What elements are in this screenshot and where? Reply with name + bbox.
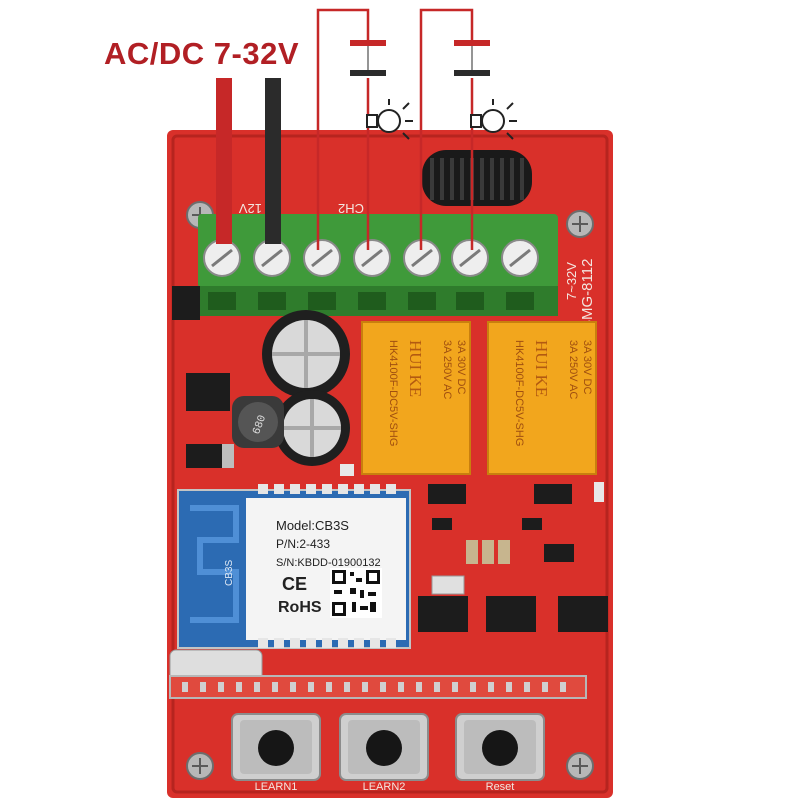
coil-antenna: [422, 150, 532, 206]
module-model: Model:CB3S: [276, 518, 349, 533]
button-reset[interactable]: Reset: [455, 713, 545, 793]
qr-code-icon: [330, 568, 382, 618]
capacitor-icon: [454, 40, 490, 76]
terminal-screw: [451, 239, 489, 310]
terminal-screw: [403, 239, 441, 310]
terminal-screw: [203, 239, 241, 310]
button-learn1[interactable]: LEARN1: [231, 713, 321, 793]
relay-brand: HUI KE: [406, 340, 425, 397]
header-strip: [169, 675, 587, 699]
regulator: [172, 286, 200, 320]
relay-rating-dc: 3A 30V DC: [581, 340, 593, 394]
relay-rating-dc: 3A 30V DC: [455, 340, 467, 394]
button-label: LEARN2: [363, 781, 406, 793]
power-label: AC/DC 7-32V: [104, 36, 299, 71]
antenna-label: CB3S: [224, 560, 235, 586]
electrolytic-capacitor-small: [274, 390, 350, 466]
power-wire-red: [216, 78, 232, 244]
board-voltage-label: 7~32V: [564, 262, 579, 300]
relay-rating-ac: 3A 250V AC: [441, 340, 453, 399]
relay-model: HK4100F-DC5V-SHG: [513, 340, 525, 446]
module-pn: P/N:2-433: [276, 537, 330, 551]
module-rohs-mark: RoHS: [278, 599, 322, 616]
relay-model: HK4100F-DC5V-SHG: [387, 340, 399, 446]
electrolytic-capacitor-large: [262, 310, 350, 398]
ch1-wire: [316, 8, 370, 250]
bulb-icon: [366, 99, 413, 140]
power-wire-black: [265, 78, 281, 244]
relay-rating-ac: 3A 250V AC: [567, 340, 579, 399]
relay-brand: HUI KE: [532, 340, 551, 397]
board-model-label: SMG-8112: [579, 259, 596, 330]
button-label: LEARN1: [255, 781, 298, 793]
ic-chip: [186, 373, 230, 411]
module-ce-mark: CE: [282, 574, 307, 594]
button-learn2[interactable]: LEARN2: [339, 713, 429, 793]
button-label: Reset: [486, 781, 515, 793]
module-sn: S/N:KBDD-01900132: [276, 557, 381, 569]
ch2-wire: [419, 8, 474, 250]
screw-bottom-right: [566, 752, 594, 780]
terminal-screw: [353, 239, 391, 310]
silk-ch2-label: CH2: [338, 201, 364, 216]
silk-power-label: 12V: [239, 201, 262, 216]
capacitor-icon: [350, 40, 386, 76]
terminal-block: [198, 214, 558, 316]
terminal-screw: [501, 239, 539, 310]
terminal-screw: [253, 239, 291, 310]
terminal-screw: [303, 239, 341, 310]
screw-bottom-left: [186, 752, 214, 780]
inductor: 680: [232, 396, 284, 448]
bulb-icon: [470, 99, 517, 140]
screw-top-right: [566, 210, 594, 238]
